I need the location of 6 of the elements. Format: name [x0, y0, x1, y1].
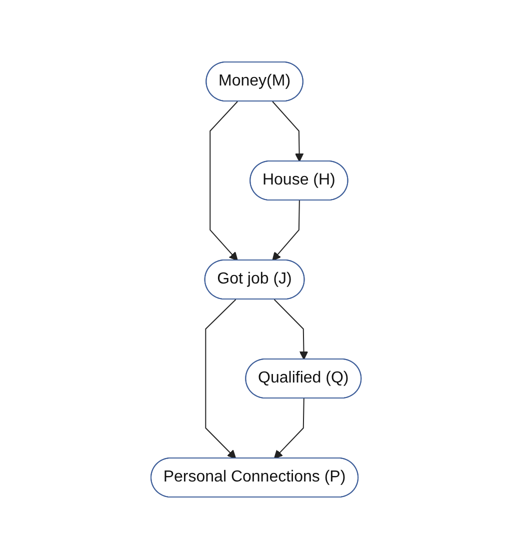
- arrow: [205, 299, 236, 459]
- arrow: [272, 101, 304, 162]
- arrow: [210, 101, 238, 261]
- arrow: [274, 299, 308, 360]
- arrow: [272, 200, 300, 261]
- arrow: [274, 398, 304, 459]
